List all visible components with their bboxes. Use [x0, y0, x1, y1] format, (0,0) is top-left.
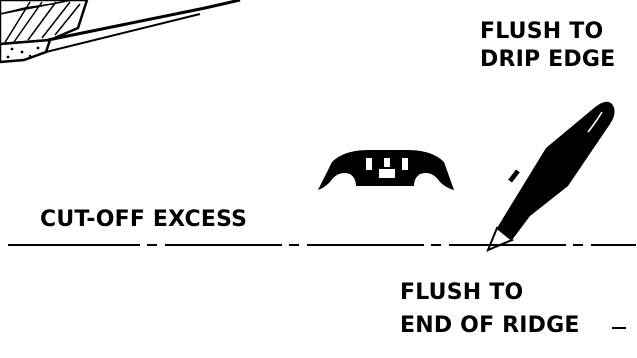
flush-to-end-of-ridge-line1: FLUSH TO [400, 280, 524, 305]
flush-to-drip-edge-label: FLUSH TO DRIP EDGE [480, 18, 637, 74]
utility-knife-icon [486, 101, 615, 252]
shingle-bundle-icon [0, 0, 241, 64]
flush-to-end-of-ridge-line2: END OF RIDGE [400, 313, 580, 338]
cut-off-excess-label: CUT-OFF EXCESS [40, 207, 248, 232]
flush-to-drip-edge-line1: FLUSH TO [480, 19, 604, 44]
flush-to-drip-edge-line2: DRIP EDGE [480, 47, 616, 72]
flush-to-end-of-ridge-label: FLUSH TO END OF RIDGE [400, 276, 580, 342]
hook-blade-icon [318, 150, 454, 190]
